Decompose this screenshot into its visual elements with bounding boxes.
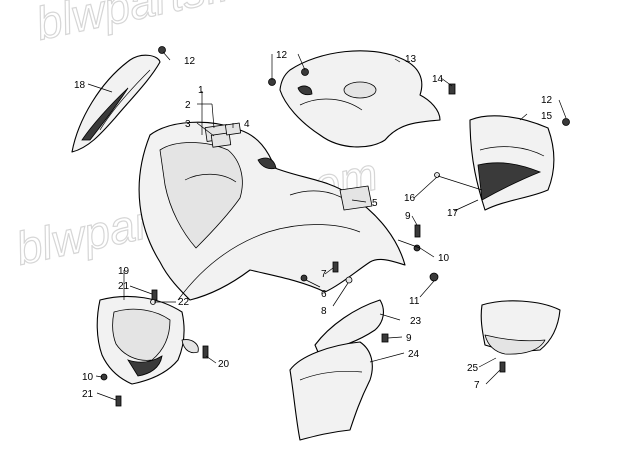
callout-14: 14 [432, 74, 444, 85]
part-13-console[interactable] [279, 50, 441, 148]
fastener-12-console-b[interactable] [301, 68, 309, 76]
callout-labels: 18 12 1 2 3 4 5 12 13 14 12 15 16 17 9 1… [74, 50, 553, 400]
part-19-front-grille[interactable] [96, 295, 199, 385]
callout-6: 6 [321, 289, 327, 300]
fastener-9-lower[interactable] [381, 333, 389, 343]
part-3-decal[interactable] [210, 132, 232, 148]
fastener-21-lower[interactable] [115, 395, 122, 407]
callout-12-console: 12 [276, 50, 288, 61]
callout-4: 4 [244, 119, 250, 130]
callout-12-left: 12 [184, 56, 196, 67]
callout-9-lower: 9 [406, 333, 412, 344]
fastener-7-center[interactable] [332, 261, 339, 273]
callout-5: 5 [372, 198, 378, 209]
fastener-12-right[interactable] [562, 118, 570, 126]
fastener-12-left[interactable] [158, 46, 166, 54]
callout-3: 3 [185, 119, 191, 130]
leader-lines [87, 51, 567, 401]
part-17-side-panel-lower[interactable] [477, 162, 542, 201]
part-25-rear-cover[interactable] [480, 300, 561, 355]
fastener-16-clip[interactable] [434, 172, 440, 178]
callout-16: 16 [404, 193, 416, 204]
callout-25: 25 [467, 363, 479, 374]
watermark-top: blwpartsfiche.com [31, 0, 402, 50]
fastener-6[interactable] [300, 274, 308, 282]
callout-22: 22 [178, 297, 190, 308]
callout-13: 13 [405, 54, 417, 65]
fastener-11[interactable] [429, 272, 439, 282]
callout-11: 11 [409, 296, 420, 307]
callout-9-upper: 9 [405, 211, 411, 222]
fastener-20[interactable] [202, 345, 209, 359]
part-1-front-fender[interactable] [138, 121, 406, 301]
callout-7-center: 7 [321, 269, 327, 280]
callout-19: 19 [118, 266, 130, 277]
callout-17: 17 [447, 208, 459, 219]
fastener-14-bolt[interactable] [448, 83, 456, 95]
fastener-9-upper[interactable] [414, 224, 421, 238]
part-24-splash-guard[interactable] [289, 341, 373, 441]
callout-7-rear: 7 [474, 380, 480, 391]
part-5-decal[interactable] [339, 185, 373, 211]
callout-1: 1 [198, 85, 204, 96]
callout-10-right: 10 [438, 253, 450, 264]
callout-2: 2 [185, 100, 191, 111]
callout-23: 23 [410, 316, 422, 327]
callout-10-left: 10 [82, 372, 94, 383]
callout-8: 8 [321, 306, 327, 317]
part-4-decal[interactable] [224, 122, 242, 136]
callout-24: 24 [408, 349, 420, 360]
fastener-21-upper[interactable] [151, 289, 158, 301]
callout-21-lower: 21 [82, 389, 94, 400]
callout-12-right: 12 [541, 95, 553, 106]
callout-20: 20 [218, 359, 230, 370]
callout-18: 18 [74, 80, 86, 91]
callout-21-upper: 21 [118, 281, 130, 292]
part-18-headlight-cover[interactable] [71, 54, 161, 153]
callout-15: 15 [541, 111, 553, 122]
fastener-7-rear[interactable] [499, 361, 506, 373]
fastener-8[interactable] [345, 276, 353, 284]
